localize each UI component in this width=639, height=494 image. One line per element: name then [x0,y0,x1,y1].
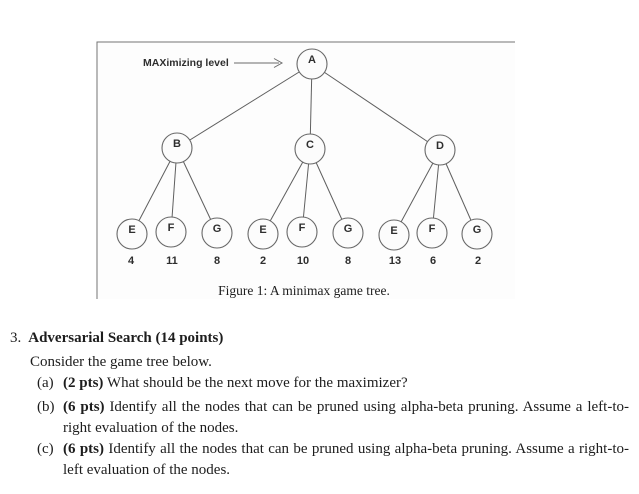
node-label-c-f: F [299,222,306,234]
part-a-points: (2 pts) [63,375,104,391]
max-level-label: MAXimizing level [143,57,229,69]
question-intro: Consider the game tree below. [30,354,212,370]
node-label-b-g: G [213,223,222,235]
scan-background [98,43,515,299]
leaf-value-cf: 10 [297,255,309,267]
max-level-arrowhead-icon [273,58,284,68]
figure-border [96,41,515,299]
leaf-value-df: 6 [430,255,436,267]
node-label-b: B [173,138,181,150]
leaf-value-bf: 11 [166,255,178,267]
leaf-values: 4 11 8 2 10 8 13 6 2 [128,255,481,267]
part-c-text: (6 pts) Identify all the nodes that can … [63,441,629,478]
leaf-value-be: 4 [128,255,135,267]
node-d-e [378,219,410,251]
edge-b-g [176,147,218,234]
node-a [296,48,328,80]
node-label-b-e: E [128,224,135,236]
minimax-figure: MAXimizing level A B C D [96,41,515,299]
leaf-value-dg: 2 [475,255,481,267]
part-b-points: (6 pts) [63,399,105,415]
question-number: 3. [10,330,22,346]
leaf-value-cg: 8 [345,255,351,267]
question-part-b: (b) (6 pts) Identify all the nodes that … [37,397,629,439]
node-b [161,132,193,164]
node-label-c: C [306,139,314,151]
part-a-marker: (a) [37,375,54,391]
node-c-g [332,217,364,249]
node-b-e [116,218,148,250]
node-label-c-e: E [259,224,266,236]
part-a-text: (2 pts) What should be the next move for… [63,375,408,391]
edge-a-d [311,63,441,151]
node-d-g [461,218,493,250]
edge-c-e [262,148,311,235]
node-d [424,134,456,166]
node-c-f [286,216,318,248]
part-b-text: (6 pts) Identify all the nodes that can … [63,399,629,436]
node-label-d-f: F [429,223,436,235]
node-b-f [155,216,187,248]
figure-caption: Figure 1: A minimax game tree. [218,283,390,298]
node-c-e [247,218,279,250]
leaf-value-bg: 8 [214,255,220,267]
node-label-d-e: E [390,225,397,237]
tree-nodes [116,48,493,251]
node-label-c-g: G [344,223,353,235]
node-label-a: A [308,54,316,66]
node-d-f [416,217,448,249]
part-c-marker: (c) [37,441,54,457]
question-heading: 3. Adversarial Search (14 points) [10,328,223,348]
part-b-marker: (b) [37,399,55,415]
edge-d-e [393,149,441,236]
part-c-points: (6 pts) [63,441,104,457]
tree-node-labels: A B C D E F G E F G E F G [128,54,481,237]
leaf-value-ce: 2 [260,255,266,267]
node-c [294,133,326,165]
node-label-d: D [436,140,444,152]
node-label-d-g: G [473,224,482,236]
edge-b-e [131,147,178,235]
question-part-a: (a) (2 pts) What should be the next move… [37,373,629,394]
node-label-b-f: F [168,222,175,234]
node-b-g [201,217,233,249]
question-part-c: (c) (6 pts) Identify all the nodes that … [37,439,629,481]
question-title: Adversarial Search (14 points) [28,330,224,346]
leaf-value-de: 13 [389,255,401,267]
edge-a-b [176,63,313,149]
